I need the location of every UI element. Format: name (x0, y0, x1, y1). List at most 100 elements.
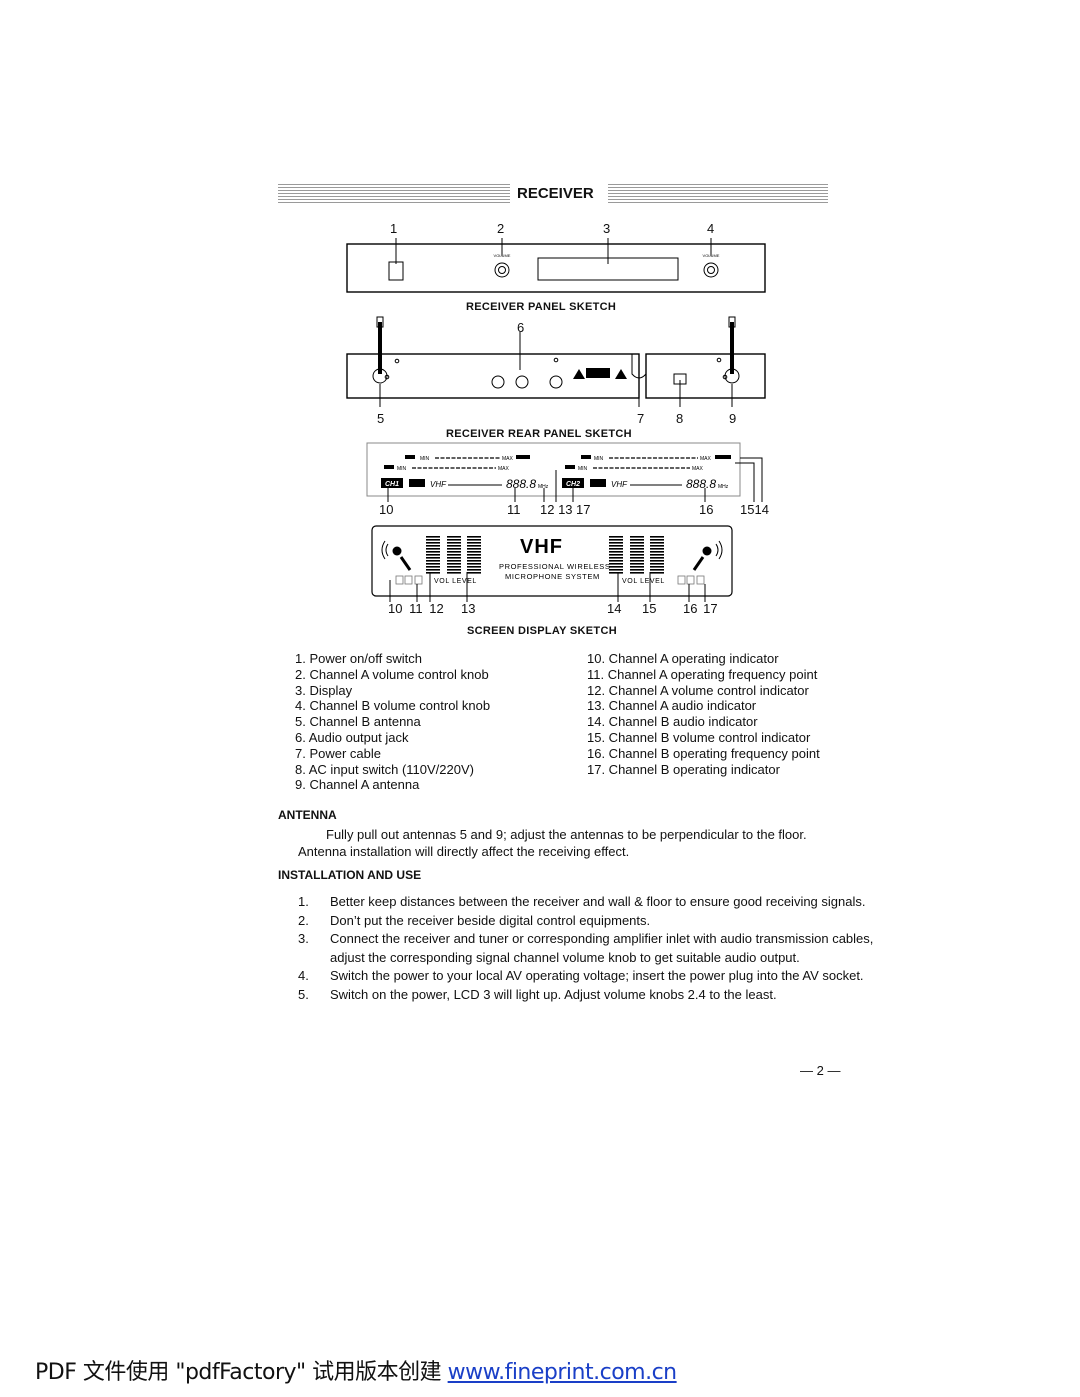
level-bar-segment (447, 539, 461, 541)
band-b: VHF (611, 480, 628, 489)
level-bar-segment (609, 569, 623, 571)
audio-jack-1 (491, 375, 505, 389)
level-bar-segment (426, 548, 440, 550)
screen-callout-15: 15 (642, 601, 657, 616)
level-bar-segment (467, 551, 481, 553)
level-bar-segment (467, 560, 481, 562)
list-item: 4.Switch the power to your local AV oper… (298, 967, 878, 986)
callout-4: 4 (707, 221, 715, 236)
freq-a: 888.8 (506, 477, 536, 491)
rear-panel-sketch (346, 316, 766, 407)
level-bar-segment (467, 572, 481, 574)
level-bar-segment (630, 545, 644, 547)
list-item: 6. Audio output jack (295, 729, 409, 745)
callout-1: 1 (390, 221, 398, 236)
level-bar-segment (630, 539, 644, 541)
list-item: 14. Channel B audio indicator (587, 714, 758, 730)
level-bar-segment (630, 542, 644, 544)
level-bar-segment (650, 572, 664, 574)
screen-callout-16: 16 (683, 601, 698, 616)
list-item: 2. Channel A volume control knob (295, 666, 489, 682)
list-item: 5.Switch on the power, LCD 3 will light … (298, 986, 878, 1005)
power-switch (388, 261, 404, 281)
screen-callout-14: 14 (607, 601, 622, 616)
level-bar-segment (609, 536, 623, 538)
callout-15-14: 1514 (740, 502, 769, 517)
list-item: 7. Power cable (295, 745, 381, 761)
level-bar-segment (426, 572, 440, 574)
vol-level-left: VOL LEVEL (434, 578, 477, 585)
list-item: 2.Don’t put the receiver beside digital … (298, 912, 878, 931)
list-item: 5. Channel B antenna (295, 714, 421, 730)
level-bar-segment (650, 560, 664, 562)
level-bar-segment (467, 545, 481, 547)
antenna-line-1: Fully pull out antennas 5 and 9; adjust … (326, 827, 807, 842)
level-bar-segment (426, 569, 440, 571)
screen-callout-11: 11 (409, 601, 423, 616)
callout-17: 17 (576, 502, 591, 517)
level-bar-segment (630, 563, 644, 565)
callout-16: 16 (699, 502, 714, 517)
level-bar-segment (650, 551, 664, 553)
knob-label-b: VOLUME (703, 253, 720, 258)
page-title: RECEIVER (517, 185, 594, 202)
volume-knob-b (703, 262, 719, 278)
callout-9: 9 (729, 411, 737, 426)
callout-11: 11 (507, 502, 521, 517)
level-bar-segment (609, 560, 623, 562)
level-bar-segment (426, 557, 440, 559)
list-item: 17. Channel B operating indicator (587, 761, 780, 777)
level-bar-segment (447, 569, 461, 571)
level-bar-segment (630, 536, 644, 538)
rear-panel-caption: RECEIVER REAR PANEL SKETCH (446, 428, 632, 440)
parts-list-right: 10. Channel A operating indicator 11. Ch… (587, 651, 820, 777)
level-bars (426, 536, 664, 574)
row1-min-b: MIN (594, 456, 604, 462)
level-bar-segment (630, 566, 644, 568)
screen-callout-12: 12 (429, 601, 444, 616)
list-item: 11. Channel A operating frequency point (587, 666, 818, 682)
level-bar-segment (650, 548, 664, 550)
header-rule-right (608, 183, 828, 205)
screen-callout-10: 10 (388, 601, 403, 616)
step-text: Better keep distances between the receiv… (330, 894, 866, 909)
level-bar-segment (447, 548, 461, 550)
list-item: 16. Channel B operating frequency point (587, 745, 820, 761)
page-number: — 2 — (800, 1063, 841, 1078)
screen-callouts-left: 10 11 12 (388, 601, 444, 616)
row1-min-a: MIN (420, 456, 430, 462)
callout-12-13: 12 13 (540, 502, 573, 517)
row1-max-b: MAX (700, 456, 712, 462)
level-bar-segment (630, 572, 644, 574)
band-a: VHF (430, 480, 447, 489)
list-item: 15. Channel B volume control indicator (587, 729, 811, 745)
level-bar-segment (467, 548, 481, 550)
level-bar-segment (447, 551, 461, 553)
row2-min-a: MIN (397, 466, 407, 472)
display-strip-sketch: MIN MAX MIN MAX MIN MAX MIN MAX CH1 VHF … (366, 442, 763, 502)
antenna-mount-left (372, 368, 388, 384)
antenna-heading: ANTENNA (278, 808, 337, 822)
level-bar-segment (609, 542, 623, 544)
level-bar-segment (467, 539, 481, 541)
list-item: 1. Power on/off switch (295, 651, 422, 666)
level-bar-segment (447, 536, 461, 538)
list-item: 3. Display (295, 682, 353, 698)
level-bar-segment (447, 560, 461, 562)
footer-link[interactable]: www.fineprint.com.cn (447, 1360, 678, 1385)
step-text: Connect the receiver and tuner or corres… (330, 931, 874, 965)
level-bar-segment (650, 569, 664, 571)
level-bar-segment (609, 548, 623, 550)
level-bar-segment (609, 563, 623, 565)
level-bar-segment (426, 545, 440, 547)
microphone-icon-right (692, 540, 723, 571)
row2-max-a: MAX (498, 466, 510, 472)
freq-b: 888.8 (686, 477, 716, 491)
screen-callout-13: 13 (461, 601, 476, 616)
list-item: 10. Channel A operating indicator (587, 651, 779, 666)
step-text: Don’t put the receiver beside digital co… (330, 912, 651, 928)
level-bar-segment (447, 545, 461, 547)
level-bar-segment (426, 560, 440, 562)
level-bar-segment (447, 572, 461, 574)
header-rule-left (278, 183, 510, 205)
